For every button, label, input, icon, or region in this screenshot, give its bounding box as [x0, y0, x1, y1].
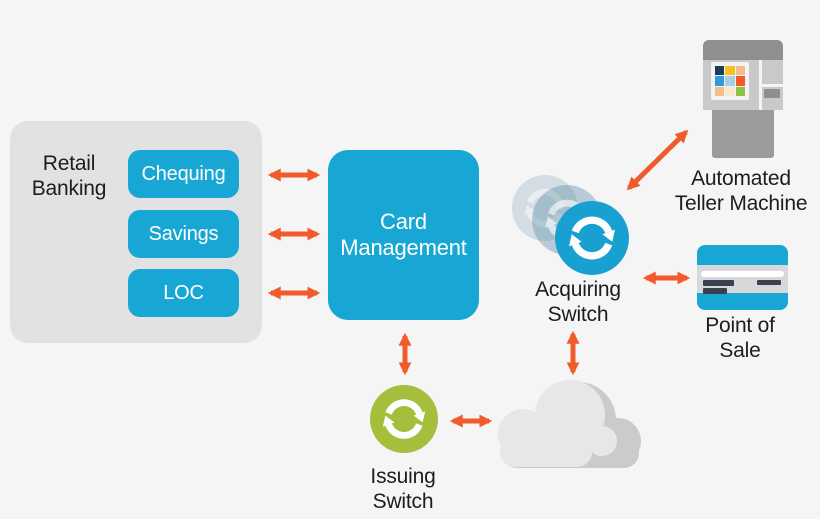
atm-screen-tile: [725, 76, 735, 86]
atm-body: [712, 110, 774, 158]
pos-card-icon: [697, 245, 788, 310]
issuing-switch-label: Issuing Switch: [370, 464, 435, 514]
atm-screen-tile: [714, 65, 724, 75]
cloud-icon: [498, 380, 641, 468]
atm-screen-tile: [714, 76, 724, 86]
savings-label: Savings: [148, 222, 219, 245]
atm-label-line1: Automated: [691, 167, 791, 190]
atm-screen-tile: [736, 65, 746, 75]
atm-panel-line: [761, 84, 783, 87]
pos-label-line2: Sale: [719, 339, 761, 362]
atm-screen-tile: [736, 87, 746, 97]
acquiring-switch-label-line2: Switch: [547, 303, 609, 326]
chequing-label: Chequing: [141, 162, 226, 185]
retail-banking-label-line2: Banking: [31, 177, 107, 200]
retail-banking-label-line1: Retail: [42, 152, 96, 175]
atm-card-slot: [764, 89, 780, 98]
pos-label-line1: Point of: [705, 314, 775, 337]
atm-screen: [711, 62, 749, 100]
loc-label: LOC: [163, 281, 204, 304]
chequing-node: Chequing: [128, 150, 239, 198]
card-management-label-line2: Management: [340, 235, 467, 260]
pos-label: Point of Sale: [705, 313, 775, 363]
card-management-label-line1: Card: [380, 209, 427, 234]
acquiring-switch-icon: [555, 201, 629, 275]
atm-icon: [703, 40, 783, 160]
issuing-switch-icon: [370, 385, 438, 453]
pos-card-text-bar: [757, 280, 781, 285]
acquiring-switch-label-line1: Acquiring: [535, 278, 621, 301]
atm-screen-tile: [736, 76, 746, 86]
retail-banking-label: Retail Banking: [32, 151, 107, 201]
loc-node: LOC: [128, 269, 239, 317]
atm-panel-divider: [759, 60, 762, 110]
issuing-switch-label-line2: Switch: [372, 490, 434, 513]
savings-node: Savings: [128, 210, 239, 258]
pos-card-text-bar: [703, 288, 727, 294]
pos-card-stripe: [701, 271, 784, 277]
card-management-node: Card Management: [328, 150, 479, 320]
atm-screen-tile: [725, 87, 735, 97]
atm-label-line2: Teller Machine: [674, 192, 808, 215]
atm-label: Automated Teller Machine: [675, 166, 808, 216]
arrow-acquiring-atm: [626, 129, 689, 191]
atm-screen-tile: [714, 87, 724, 97]
acquiring-switch-label: Acquiring Switch: [535, 277, 621, 327]
issuing-switch-label-line1: Issuing: [370, 465, 436, 488]
atm-head-top: [703, 40, 783, 60]
pos-card-text-bar: [703, 280, 734, 286]
atm-screen-tile: [725, 65, 735, 75]
